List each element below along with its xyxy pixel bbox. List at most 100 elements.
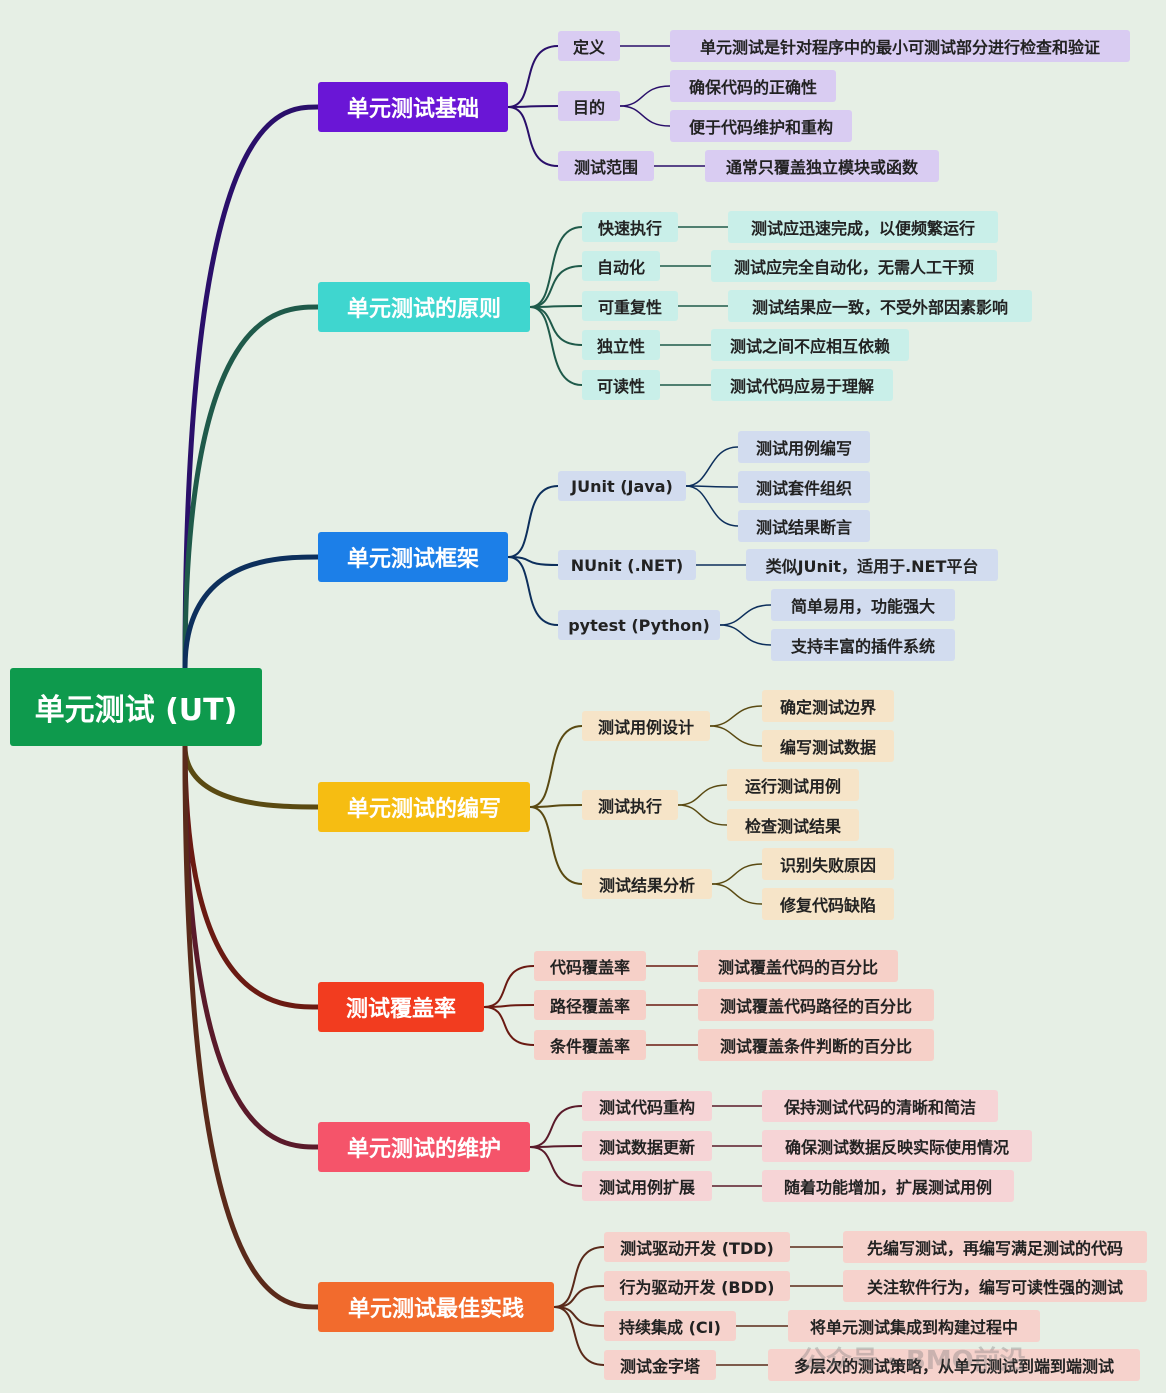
sub-node: NUnit (.NET) [558,550,696,580]
sub-connector [483,965,535,1008]
sub-node: 代码覆盖率 [534,951,646,981]
branch-node: 单元测试的维护 [318,1122,530,1172]
sub-connector [553,1285,605,1308]
leaf-node: 测试结果应一致，不受外部因素影响 [728,290,1032,322]
sub-connector [553,1246,605,1308]
leaf-node: 测试代码应易于理解 [711,369,893,401]
leaf-node: 多层次的测试策略，从单元测试到端到端测试 [768,1349,1140,1381]
sub-connector [483,1004,535,1008]
branch-connector [182,743,321,810]
sub-connector [529,265,583,308]
branch-node: 单元测试最佳实践 [318,1282,554,1332]
leaf-connector [719,604,772,626]
sub-node: 自动化 [582,251,660,281]
sub-node: 定义 [558,31,620,61]
sub-connector [507,105,559,108]
sub-node: 路径覆盖率 [534,990,646,1020]
sub-node: 独立性 [582,330,660,360]
leaf-node: 便于代码维护和重构 [670,110,852,142]
leaf-node: 检查测试结果 [727,809,859,841]
leaf-node: 测试套件组织 [738,471,870,503]
sub-connector [507,45,559,108]
leaf-node: 测试之间不应相互依赖 [711,329,909,361]
leaf-node: 测试应迅速完成，以便频繁运行 [728,211,998,243]
branch-connector [182,743,321,1150]
branch-node: 单元测试基础 [318,82,508,132]
leaf-connector [709,705,763,727]
leaf-node: 测试结果断言 [738,510,870,542]
leaf-node: 测试用例编写 [738,431,870,463]
leaf-connector [685,446,739,487]
sub-connector [553,1306,605,1327]
sub-connector [529,306,583,386]
sub-node: 可重复性 [582,291,678,321]
sub-node: 可读性 [582,370,660,400]
sub-connector [529,1105,583,1148]
leaf-node: 确定测试边界 [762,690,894,722]
sub-connector [507,556,559,626]
branch-connector [182,554,321,671]
watermark: 公众号 · BMO前沿 [800,1346,1026,1376]
leaf-connector [711,863,763,885]
leaf-connector [677,784,728,806]
sub-connector [483,1006,535,1046]
sub-connector [529,804,583,808]
sub-connector [507,485,559,558]
leaf-node: 类似JUnit，适用于.NET平台 [746,549,998,581]
branch-connector [182,743,321,1010]
branch-connector [182,104,321,671]
sub-node: 快速执行 [582,212,678,242]
leaf-node: 确保代码的正确性 [670,70,836,102]
leaf-node: 保持测试代码的清晰和简洁 [762,1090,998,1122]
leaf-node: 将单元测试集成到构建过程中 [788,1310,1040,1342]
root-node: 单元测试 (UT) [10,668,262,746]
leaf-node: 先编写测试，再编写满足测试的代码 [843,1231,1147,1263]
sub-connector [529,305,583,308]
sub-connector [553,1306,605,1366]
leaf-node: 支持丰富的插件系统 [771,629,955,661]
sub-node: 测试结果分析 [582,869,712,899]
branch-node: 单元测试的原则 [318,282,530,332]
leaf-connector [709,725,763,747]
branch-node: 单元测试框架 [318,532,508,582]
branch-connector [182,304,321,671]
leaf-node: 编写测试数据 [762,730,894,762]
sub-node: 测试范围 [558,151,654,181]
leaf-node: 关注软件行为，编写可读性强的测试 [843,1270,1147,1302]
leaf-connector [685,485,739,527]
leaf-connector [719,624,772,646]
leaf-connector [619,105,671,127]
leaf-node: 简单易用，功能强大 [771,589,955,621]
sub-node: 条件覆盖率 [534,1030,646,1060]
sub-connector [529,806,583,885]
leaf-node: 测试应完全自动化，无需人工干预 [711,250,997,282]
sub-node: 测试执行 [582,790,678,820]
leaf-node: 测试覆盖代码的百分比 [698,950,898,982]
leaf-connector [711,883,763,905]
leaf-connector [677,804,728,826]
sub-node: 目的 [558,91,620,121]
branch-node: 测试覆盖率 [318,982,484,1032]
sub-connector [529,1145,583,1148]
branch-connector [182,743,321,1310]
leaf-node: 通常只覆盖独立模块或函数 [705,150,939,182]
leaf-node: 随着功能增加，扩展测试用例 [762,1170,1014,1202]
sub-node: 测试代码重构 [582,1091,712,1121]
leaf-node: 测试覆盖代码路径的百分比 [698,989,934,1021]
sub-node: 测试数据更新 [582,1131,712,1161]
leaf-node: 运行测试用例 [727,769,859,801]
leaf-connector [619,85,671,107]
sub-connector [529,1146,583,1187]
sub-connector [529,725,583,808]
sub-node: 测试金字塔 [604,1350,716,1380]
leaf-node: 识别失败原因 [762,848,894,880]
leaf-node: 修复代码缺陷 [762,888,894,920]
branch-node: 单元测试的编写 [318,782,530,832]
sub-node: pytest (Python) [558,610,720,640]
sub-node: 测试用例设计 [582,711,710,741]
sub-node: 行为驱动开发 (BDD) [604,1271,790,1301]
sub-node: JUnit (Java) [558,471,686,501]
sub-connector [529,306,583,346]
